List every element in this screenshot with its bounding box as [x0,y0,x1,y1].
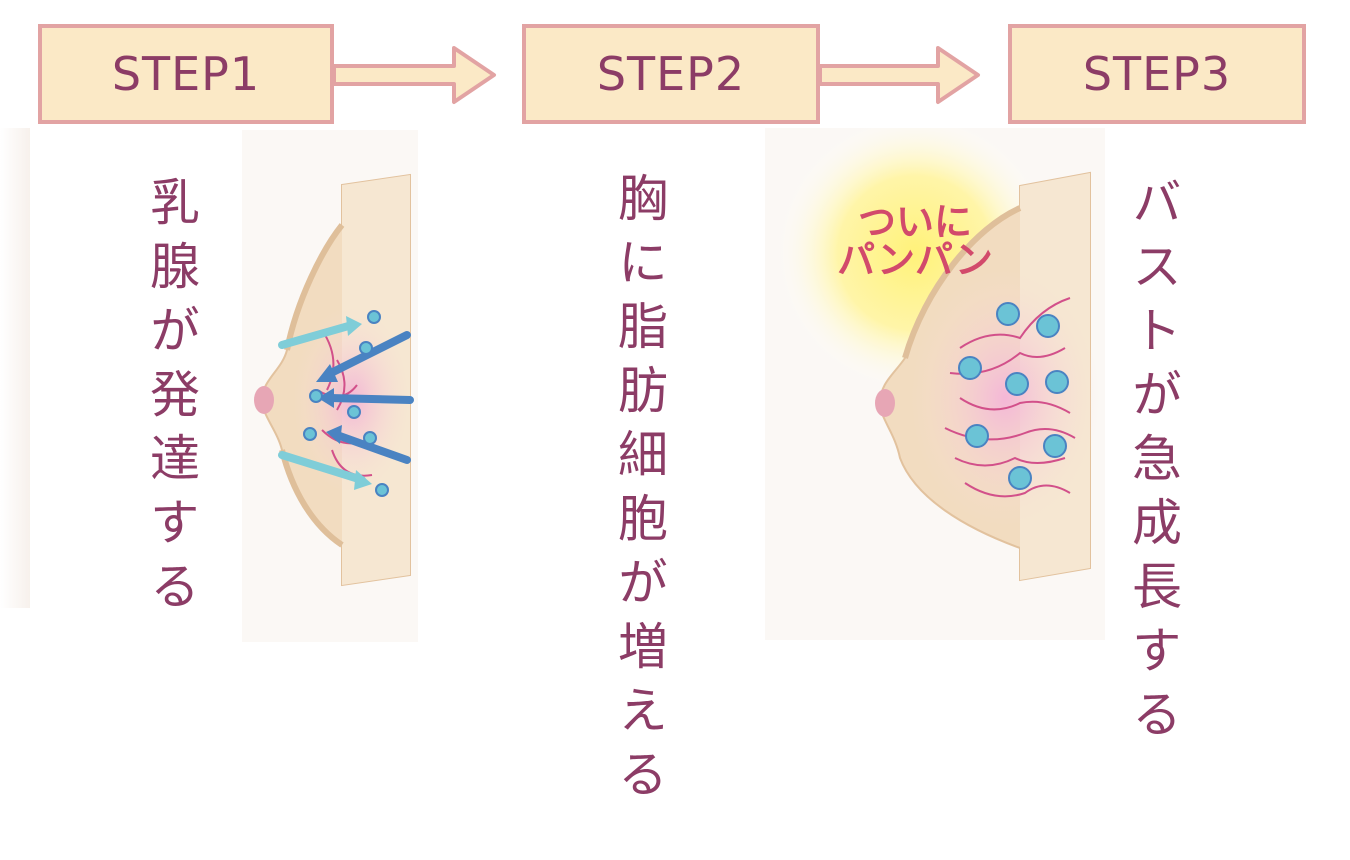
step1-caption: 乳腺が発達する [142,176,200,624]
breast-illustration-step3 [765,128,1105,640]
badge-line2: パンパン [837,238,993,282]
arrow-right-icon [334,46,496,104]
arrow-right-icon [820,46,980,104]
step1-box: STEP1 [38,24,334,124]
step2-box: STEP2 [522,24,820,124]
background-panel [0,128,30,608]
step2-caption: 胸に脂肪細胞が増える [610,172,668,812]
breast-illustration-step1 [242,130,418,642]
badge-line1: ついに [857,200,972,244]
step1-label: STEP1 [111,47,261,101]
step2-label: STEP2 [596,47,746,101]
step3-box: STEP3 [1008,24,1306,124]
badge-text: ついに パンパン [830,203,1000,279]
step3-label: STEP3 [1082,47,1232,101]
step3-caption: バストが急成長する [1124,176,1182,752]
